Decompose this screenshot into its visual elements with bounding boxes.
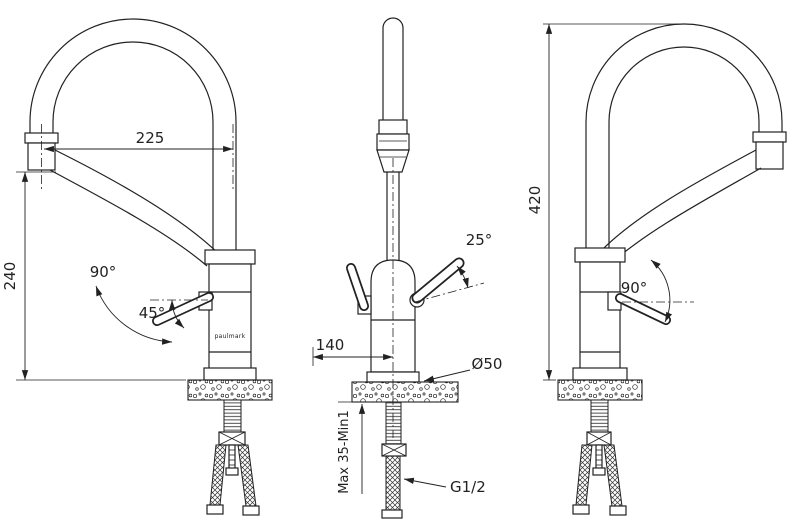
brand-label: paulmark [215, 333, 246, 340]
angle-90-annotation [95, 285, 173, 345]
front-view: 25° 140 Ø50 Max 35-Min1 G1/2 [312, 17, 503, 519]
neck-tube [386, 172, 400, 264]
handle-angle-label-front: 25° [466, 231, 493, 249]
handle-angle-reference [414, 282, 485, 303]
thread-leader [403, 477, 447, 488]
mounting-shank [218, 399, 246, 446]
mounting-shank-front [381, 401, 407, 519]
filter-handle [346, 263, 372, 315]
spout-holder-arm [49, 149, 221, 267]
diameter-50-leader [423, 369, 471, 382]
faucet-body-right [572, 247, 628, 381]
dimension-140 [312, 347, 393, 366]
thread-size-label: G1/2 [450, 478, 486, 496]
handle-angle-label-left: 45° [139, 304, 166, 322]
main-handle [409, 257, 465, 308]
total-height-label: 420 [526, 186, 544, 215]
spout-height-label: 240 [1, 262, 19, 291]
handle-swing-label-left: 90° [90, 263, 117, 281]
angle-25-annotation [456, 265, 469, 289]
handle-swing-label-right: 90° [621, 279, 648, 297]
spout-arch [29, 18, 237, 250]
supply-hoses-right [572, 444, 627, 516]
faucet-body [203, 249, 257, 381]
base-diameter-label: Ø50 [472, 355, 503, 373]
dimension-420 [543, 23, 686, 381]
angle-45-annotation [168, 299, 185, 329]
countertop-hatch [187, 379, 273, 401]
spout-reach-label: 225 [136, 129, 165, 147]
mount-thickness-dimension [338, 401, 374, 494]
base-offset-label: 140 [316, 336, 345, 354]
mounting-shank-right [586, 399, 612, 446]
dimension-240 [16, 171, 186, 381]
countertop-hatch-right [557, 379, 643, 401]
side-right-view: 420 90° [526, 23, 787, 516]
countertop-hatch-front [351, 381, 459, 403]
angle-90-annotation-right [650, 259, 673, 323]
spout-pipe [378, 17, 408, 135]
supply-hoses [206, 444, 260, 516]
side-left-view: 225 240 90° 45° paulmark [1, 18, 273, 516]
spray-head-right [752, 131, 787, 170]
mount-thickness-label: Max 35-Min1 [337, 410, 352, 494]
